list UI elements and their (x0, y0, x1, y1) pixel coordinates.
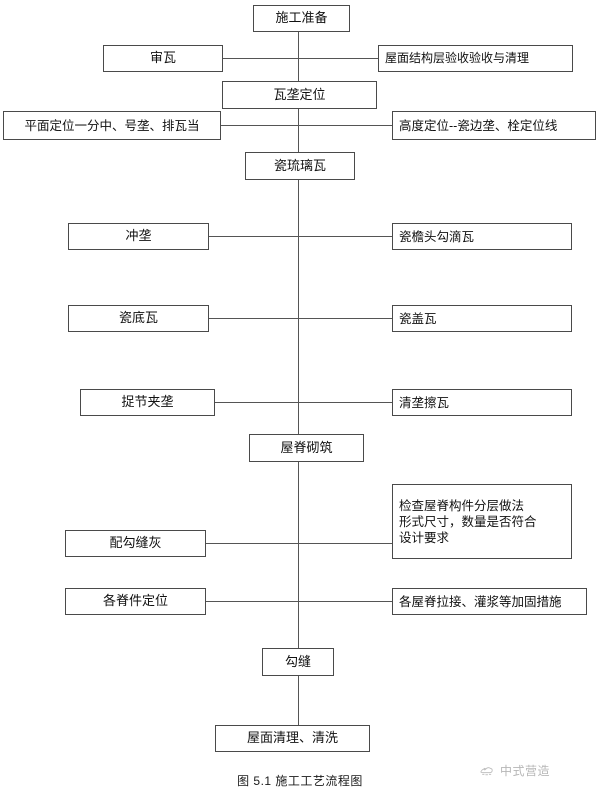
watermark: 中式营造 (478, 762, 550, 779)
flow-node-n12: 捉节夹垄 (80, 389, 215, 416)
flow-node-label: 审瓦 (149, 50, 176, 66)
flow-node-label: 冲垄 (125, 228, 152, 244)
flow-node-label: 捉节夹垄 (121, 394, 174, 410)
watermark-label: 中式营造 (500, 764, 551, 778)
flow-node-n20: 屋面清理、清洗 (215, 725, 370, 752)
flow-node-label: 瓷底瓦 (118, 310, 158, 326)
flow-node-n3: 屋面结构层验收验收与清理 (378, 45, 573, 72)
flow-node-n4: 瓦垄定位 (222, 81, 377, 109)
flow-node-n7: 瓷琉璃瓦 (245, 152, 355, 180)
flow-node-n1: 施工准备 (253, 5, 350, 32)
flow-node-n15: 检查屋脊构件分层做法 形式尺寸，数量是否符合 设计要求 (392, 484, 572, 559)
flow-node-n10: 瓷底瓦 (68, 305, 209, 332)
figure-caption: 图 5.1 施工工艺流程图 (237, 774, 363, 788)
flow-node-n5: 平面定位一分中、号垄、排瓦当 (3, 111, 221, 140)
branch-connector (209, 236, 392, 237)
cloud-scroll-logo-icon (478, 762, 495, 779)
branch-connector (221, 125, 392, 126)
flow-node-n11: 瓷盖瓦 (392, 305, 572, 332)
flow-node-n17: 各脊件定位 (65, 588, 206, 615)
flow-node-n16: 配勾缝灰 (65, 530, 206, 557)
flow-node-label: 瓦垄定位 (273, 86, 326, 102)
flow-node-n2: 审瓦 (103, 45, 223, 72)
flow-node-n9: 瓷檐头勾滴瓦 (392, 223, 572, 250)
flow-node-label: 高度定位--瓷边垄、栓定位线 (399, 118, 558, 133)
flow-node-n13: 清垄擦瓦 (392, 389, 572, 416)
flow-node-label: 屋面结构层验收验收与清理 (385, 50, 530, 65)
flow-node-label: 瓷檐头勾滴瓦 (399, 229, 475, 244)
flow-node-label: 配勾缝灰 (109, 535, 162, 551)
flow-node-label: 清垄擦瓦 (399, 395, 450, 410)
flow-node-label: 屋面清理、清洗 (246, 730, 338, 746)
branch-connector (209, 318, 392, 319)
flow-node-label: 检查屋脊构件分层做法 形式尺寸，数量是否符合 设计要求 (399, 498, 537, 545)
flow-node-n19: 勾缝 (262, 648, 334, 676)
flow-node-n8: 冲垄 (68, 223, 209, 250)
flow-node-label: 勾缝 (284, 653, 311, 669)
flow-node-n6: 高度定位--瓷边垄、栓定位线 (392, 111, 596, 140)
flow-node-n18: 各屋脊拉接、灌浆等加固措施 (392, 588, 587, 615)
branch-connector (206, 601, 392, 602)
branch-connector (206, 543, 392, 544)
flow-node-n14: 屋脊砌筑 (249, 434, 364, 462)
branch-connector (215, 402, 392, 403)
flow-node-label: 各屋脊拉接、灌浆等加固措施 (399, 594, 562, 609)
flow-node-label: 瓷盖瓦 (399, 311, 437, 326)
flow-node-label: 各脊件定位 (102, 593, 168, 609)
flow-node-label: 平面定位一分中、号垄、排瓦当 (24, 118, 200, 133)
flow-node-label: 施工准备 (275, 10, 328, 26)
flow-node-label: 屋脊砌筑 (280, 439, 333, 455)
flow-node-label: 瓷琉璃瓦 (273, 157, 326, 173)
branch-connector (223, 58, 378, 59)
spine-connector (298, 32, 299, 725)
